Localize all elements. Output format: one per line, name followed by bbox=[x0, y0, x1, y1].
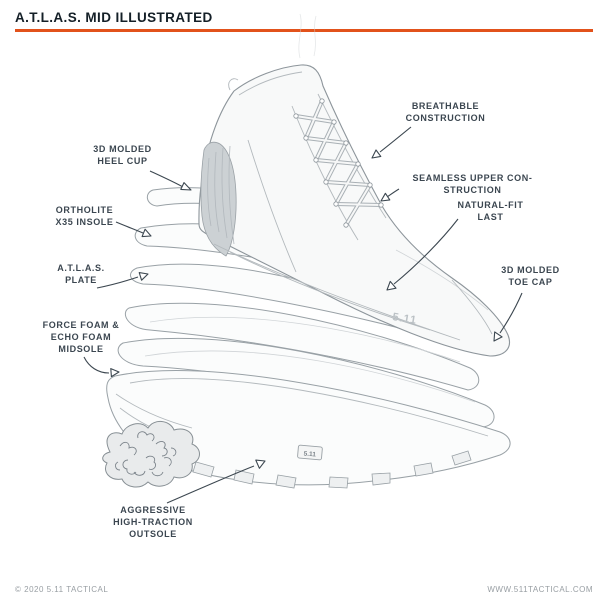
arrow-outsole bbox=[166, 459, 266, 504]
foam-blob bbox=[102, 421, 200, 488]
smoke-lines bbox=[298, 13, 317, 59]
callout-natural-fit-last: NATURAL-FIT LAST bbox=[457, 200, 524, 222]
callout-toe-cap: 3D MOLDED TOE CAP bbox=[501, 265, 560, 287]
arrow-midsole bbox=[83, 356, 120, 378]
outsole-badge: 5.11 bbox=[297, 444, 323, 461]
arrow-toe-cap bbox=[493, 292, 523, 342]
title-underline bbox=[15, 29, 593, 32]
callout-outsole: AGGRESSIVE HIGH-TRACTION OUTSOLE bbox=[113, 505, 193, 539]
heel-pull-tab bbox=[228, 78, 239, 91]
callout-heel-cup: 3D MOLDED HEEL CUP bbox=[93, 144, 152, 166]
arrow-atlas-plate bbox=[96, 272, 149, 289]
callout-midsole: FORCE FOAM & ECHO FOAM MIDSOLE bbox=[42, 320, 120, 354]
heel-hatching bbox=[207, 145, 235, 245]
callout-seamless-upper: SEAMLESS UPPER CON- STRUCTION bbox=[412, 173, 533, 195]
arrow-seamless-upper bbox=[380, 188, 400, 202]
arrow-ortholite-insole bbox=[115, 221, 152, 238]
lace-rail-left bbox=[291, 105, 359, 241]
arrow-natural-fit-last bbox=[386, 218, 459, 291]
arrow-heel-cup bbox=[149, 170, 192, 191]
lace-rail-right bbox=[317, 93, 387, 219]
outsole-badge-text: 5.11 bbox=[303, 450, 316, 458]
leader-arrows bbox=[83, 126, 523, 504]
callout-ortholite-insole: ORTHOLITE X35 INSOLE bbox=[55, 205, 114, 227]
callout-breathable-construction: BREATHABLE CONSTRUCTION bbox=[405, 101, 486, 123]
foam-texture-detail bbox=[102, 421, 200, 488]
arrow-breathable bbox=[371, 126, 412, 159]
eyelets bbox=[293, 98, 384, 228]
website-text: WWW.511TACTICAL.COM bbox=[487, 585, 593, 594]
callout-atlas-plate: A.T.L.A.S. PLATE bbox=[57, 263, 105, 285]
laces bbox=[294, 99, 383, 227]
heel-counter bbox=[200, 141, 237, 257]
midsole-foam-layer-1 bbox=[124, 302, 480, 391]
copyright-text: © 2020 5.11 TACTICAL bbox=[15, 585, 109, 594]
page-title: A.T.L.A.S. MID ILLUSTRATED bbox=[15, 10, 213, 25]
brand-logo-text: 5.11 bbox=[392, 311, 418, 327]
boot-upper: 5.11 bbox=[198, 64, 510, 357]
